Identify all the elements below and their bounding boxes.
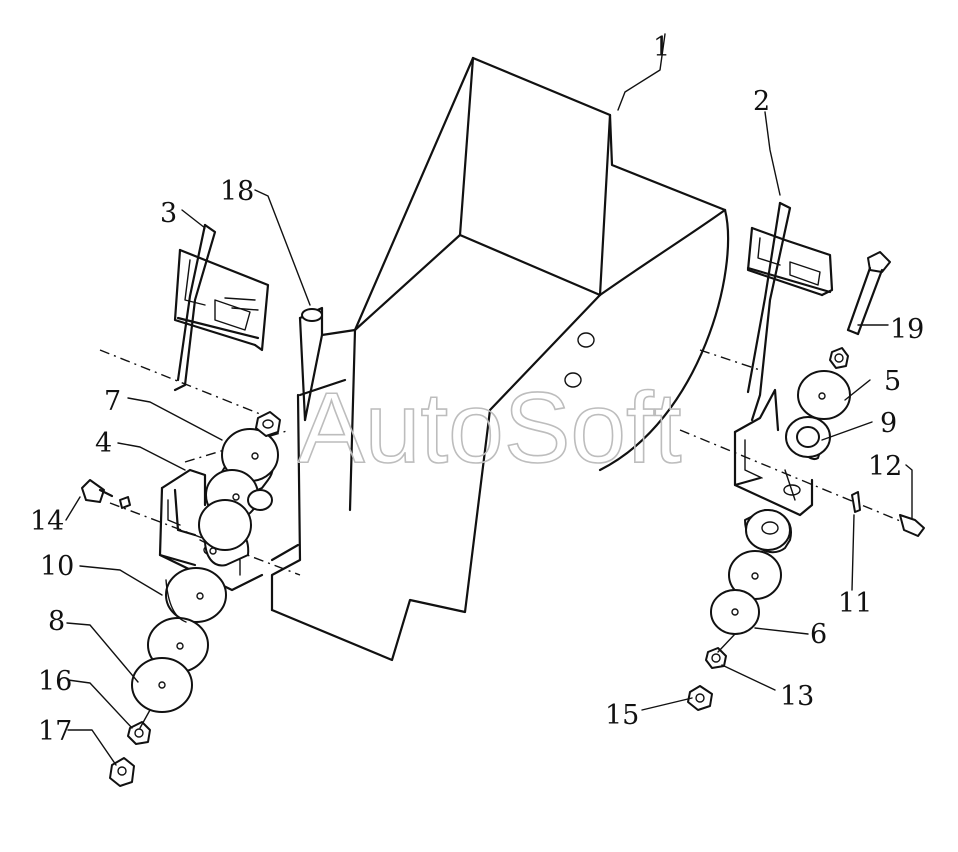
right-washer-stack: [710, 347, 851, 635]
callout-18: 18: [220, 176, 254, 207]
left-washer-stack-lower: [131, 567, 227, 713]
callout-16: 16: [38, 666, 72, 697]
callout-12: 12: [868, 451, 902, 482]
callout-6: 6: [810, 619, 827, 650]
part-2-right-strap: [746, 201, 834, 422]
callout-13: 13: [780, 681, 814, 712]
left-washer-stack-upper: [198, 428, 279, 567]
callout-4: 4: [95, 428, 112, 459]
part-1-tank-body: [270, 56, 730, 662]
part-3-left-strap: [173, 223, 270, 392]
callout-14: 14: [30, 506, 64, 537]
callout-1: 1: [653, 32, 670, 63]
callout-10: 10: [40, 551, 74, 582]
callout-labels: 1 2 3 4 5 6 7 8 9 10 11 12 13 14 15 16 1…: [30, 32, 924, 747]
center-lines: [99, 349, 911, 576]
callout-11: 11: [838, 588, 872, 619]
part-18-left-bracket-plate: [270, 306, 357, 612]
part-19-long-bolt: [846, 251, 891, 336]
leader-lines: [65, 33, 913, 766]
callout-8: 8: [48, 606, 65, 637]
right-fasteners: [687, 491, 925, 711]
callout-3: 3: [160, 198, 177, 229]
callout-2: 2: [753, 86, 770, 117]
autosoft-watermark: AutoSoft: [298, 372, 682, 484]
part-right-clamp-bracket: [733, 388, 814, 517]
callout-7: 7: [104, 386, 121, 417]
callout-5: 5: [884, 366, 901, 397]
callout-9: 9: [880, 408, 897, 439]
callout-17: 17: [38, 716, 72, 747]
callout-15: 15: [605, 700, 639, 731]
callout-19: 19: [890, 314, 924, 345]
